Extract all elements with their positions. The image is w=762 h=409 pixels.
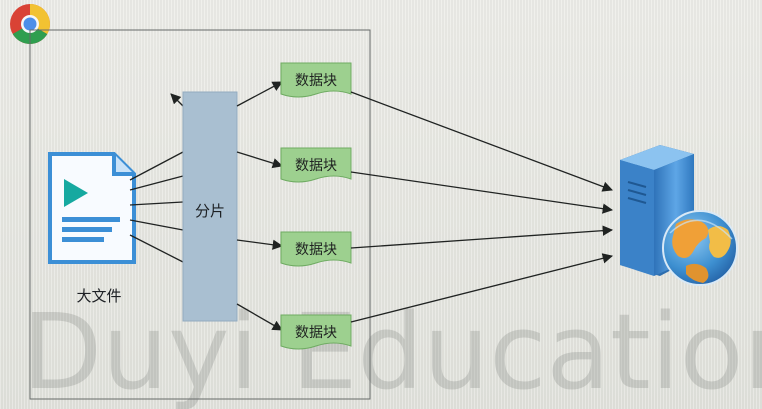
- data-block-4: [280, 314, 352, 350]
- watermark: Duyi Education: [22, 291, 762, 409]
- data-block-label-3: 数据块: [295, 242, 337, 258]
- shard-column: [182, 91, 238, 322]
- data-block-label-2: 数据块: [295, 158, 337, 174]
- shard-to-block-arrows: [236, 81, 284, 331]
- chrome-icon: [10, 4, 50, 44]
- data-block-label-1: 数据块: [295, 73, 337, 89]
- globe-icon: [662, 210, 738, 286]
- block-to-server-arrows: [350, 91, 614, 323]
- data-block-label-4: 数据块: [295, 325, 337, 341]
- return-arrow: [170, 93, 184, 107]
- document-icon: [48, 152, 136, 264]
- file-to-shard-lines: [129, 151, 184, 263]
- frame-box: [29, 29, 371, 400]
- data-block-3: [280, 231, 352, 267]
- data-block-2: [280, 147, 352, 183]
- shard-label: 分片: [194, 202, 225, 220]
- large-file-label: 大文件: [76, 287, 122, 305]
- data-block-1: [280, 62, 352, 98]
- watermark-text: Duyi Education: [22, 291, 762, 409]
